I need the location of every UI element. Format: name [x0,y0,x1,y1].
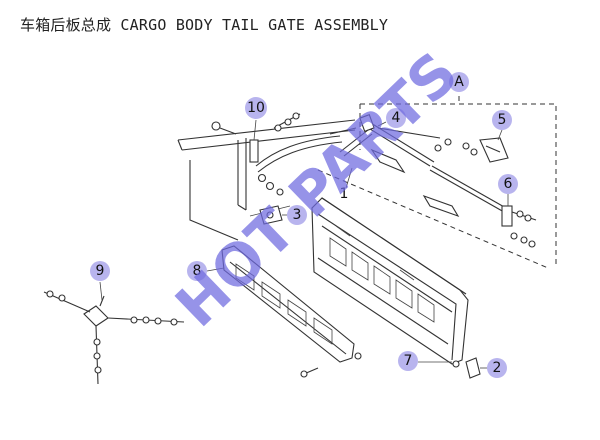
callout-4: 4 [377,108,406,128]
callout-1-label: 1 [340,186,349,202]
assembly-group-box [317,96,557,269]
part-5-latch [462,137,509,163]
callout-5-label: 5 [498,112,507,128]
part-2-end-latch [452,357,481,379]
callout-5: 5 [492,110,512,141]
callout-10-label: 10 [247,100,265,116]
callout-10: 10 [245,97,267,141]
callout-2: 2 [480,358,507,378]
callout-3-label: 3 [293,207,302,223]
callout-8-label: 8 [193,263,202,279]
part-7-tail-gate [311,197,469,365]
callout-6: 6 [498,174,518,206]
callout-9-label: 9 [96,263,105,279]
diagram-title: 车箱后板总成 CARGO BODY TAIL GATE ASSEMBLY [20,16,389,34]
part-4-latch-rod [339,114,452,167]
part-3-hinge-block [259,188,284,225]
callout-7-label: 7 [404,353,413,369]
callout-A: A [449,72,469,92]
callout-8: 8 [187,261,225,281]
part-9-hinge-pivot [43,290,185,385]
callout-A-label: A [454,74,464,90]
support-cable [255,127,357,173]
part-6-link-rod [429,165,537,248]
callout-1: 1 [340,167,353,202]
callout-4-label: 4 [392,110,401,126]
cargo-box-outline [177,119,356,241]
callout-3: 3 [282,205,307,225]
part-8-frame [221,245,362,378]
callout-6-label: 6 [504,176,513,192]
callout-2-label: 2 [493,360,502,376]
callout-7: 7 [398,351,452,371]
part-10-hinge-bracket [211,112,301,191]
callout-9: 9 [90,261,110,301]
handle-plate-upper [370,148,460,218]
